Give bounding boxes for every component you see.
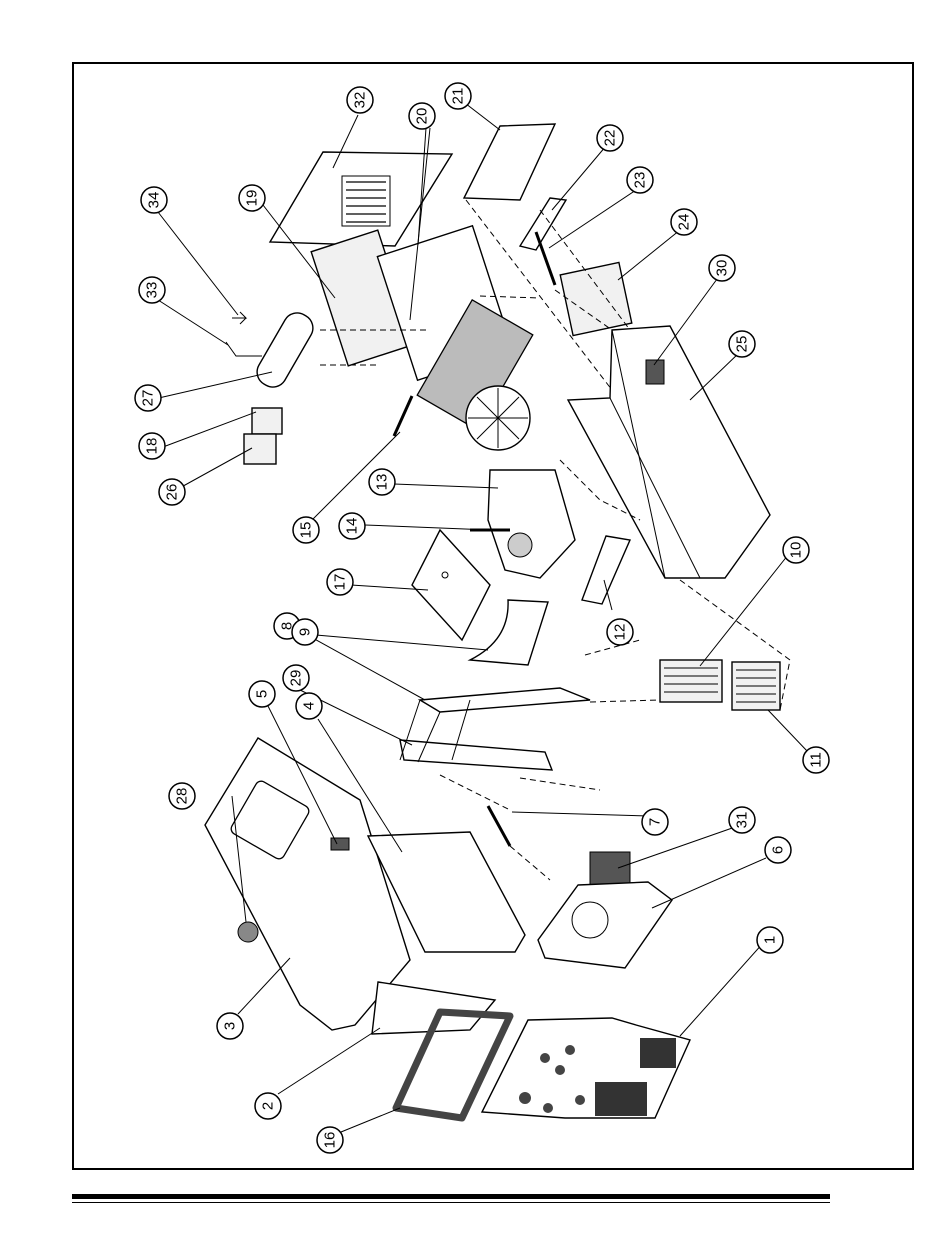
part-23-rod: [536, 232, 555, 285]
callouts: 1 2 3 4 5 6 7 8 9 10 11 12 13 14 15 16 1…: [135, 83, 829, 1153]
callout-27-label: 27: [140, 390, 157, 407]
callout-24: 24: [671, 209, 697, 235]
callout-17-label: 17: [332, 574, 349, 591]
callout-4-label: 4: [301, 702, 318, 710]
part-8-frame: [400, 688, 590, 770]
callout-31-label: 31: [734, 812, 751, 829]
part-13-transformer-box: [488, 470, 575, 578]
callout-3-label: 3: [222, 1022, 239, 1030]
callout-25-label: 25: [734, 336, 751, 353]
callout-6: 6: [765, 837, 791, 863]
callout-9-label: 9: [297, 628, 314, 636]
callout-14-label: 14: [344, 518, 361, 535]
callout-17: 17: [327, 569, 353, 595]
callout-16-label: 16: [322, 1132, 339, 1149]
part-13-shaft: [508, 533, 532, 557]
callout-9: 9: [292, 619, 318, 645]
part-15-screw: [394, 396, 412, 436]
callout-21: 21: [445, 83, 471, 109]
part-34-wire: [232, 312, 246, 324]
part-20-fan-blades: [468, 388, 528, 448]
part-28-knob: [238, 922, 258, 942]
callout-10-label: 10: [788, 542, 805, 559]
callout-20-label: 20: [414, 108, 431, 125]
callout-2: 2: [255, 1093, 281, 1119]
callout-20: 20: [409, 103, 435, 129]
part-26-terminal: [244, 434, 276, 464]
callout-34: 34: [141, 187, 167, 213]
callout-23: 23: [627, 167, 653, 193]
part-9-curved-bracket: [470, 600, 548, 665]
callout-3: 3: [217, 1013, 243, 1039]
part-24-switch-box: [560, 262, 632, 335]
part-17-plate: [412, 530, 490, 640]
callout-11: 11: [803, 747, 829, 773]
callout-33: 33: [139, 277, 165, 303]
part-18-terminal: [252, 408, 282, 434]
callout-22-label: 22: [602, 130, 619, 147]
part-10-inductor: [660, 660, 722, 702]
callout-26-label: 26: [164, 484, 181, 501]
callout-32: 32: [347, 87, 373, 113]
part-27-tube: [252, 308, 318, 392]
callout-11-label: 11: [808, 752, 825, 768]
part-5-badge: [331, 838, 349, 850]
callout-10: 10: [783, 537, 809, 563]
callout-15: 15: [293, 517, 319, 543]
callout-28-label: 28: [174, 788, 191, 805]
callout-16: 16: [317, 1127, 343, 1153]
part-21-bracket: [464, 124, 555, 200]
callout-18-label: 18: [144, 438, 161, 455]
footer-rule-thin: [72, 1202, 830, 1203]
callout-29: 29: [283, 665, 309, 691]
footer-rule-thick: [72, 1194, 830, 1199]
callout-29-label: 29: [288, 670, 305, 687]
callout-21-label: 21: [450, 88, 467, 105]
callout-30-label: 30: [714, 260, 731, 277]
callout-24-label: 24: [676, 214, 693, 231]
callout-7-label: 7: [647, 818, 664, 826]
callout-31: 31: [729, 807, 755, 833]
callout-30: 30: [709, 255, 735, 281]
callout-14: 14: [339, 513, 365, 539]
callout-6-label: 6: [770, 846, 787, 854]
callout-26: 26: [159, 479, 185, 505]
callout-15-label: 15: [298, 522, 315, 539]
callout-7: 7: [642, 809, 668, 835]
callout-5: 5: [249, 681, 275, 707]
callout-23-label: 23: [632, 172, 649, 189]
callout-28: 28: [169, 783, 195, 809]
callout-27: 27: [135, 385, 161, 411]
callout-32-label: 32: [352, 92, 369, 109]
callout-19: 19: [239, 185, 265, 211]
callout-4: 4: [296, 693, 322, 719]
part-25-base-chassis: [568, 326, 770, 578]
part-32-grille-panel: [270, 152, 452, 246]
callout-1-label: 1: [762, 936, 779, 944]
callout-12-label: 12: [612, 624, 629, 641]
callout-13-label: 13: [374, 474, 391, 491]
callout-25: 25: [729, 331, 755, 357]
callout-13: 13: [369, 469, 395, 495]
part-22-strip: [520, 198, 566, 250]
part-33-wire: [226, 342, 262, 356]
part-12-bracket: [582, 536, 630, 604]
part-7-rod: [488, 806, 510, 846]
callout-19-label: 19: [244, 190, 261, 207]
callout-22: 22: [597, 125, 623, 151]
callout-33-label: 33: [144, 282, 161, 299]
callout-18: 18: [139, 433, 165, 459]
callout-5-label: 5: [254, 690, 271, 698]
callout-12: 12: [607, 619, 633, 645]
callout-1: 1: [757, 927, 783, 953]
callout-34-label: 34: [146, 192, 163, 209]
callout-2-label: 2: [260, 1102, 277, 1110]
